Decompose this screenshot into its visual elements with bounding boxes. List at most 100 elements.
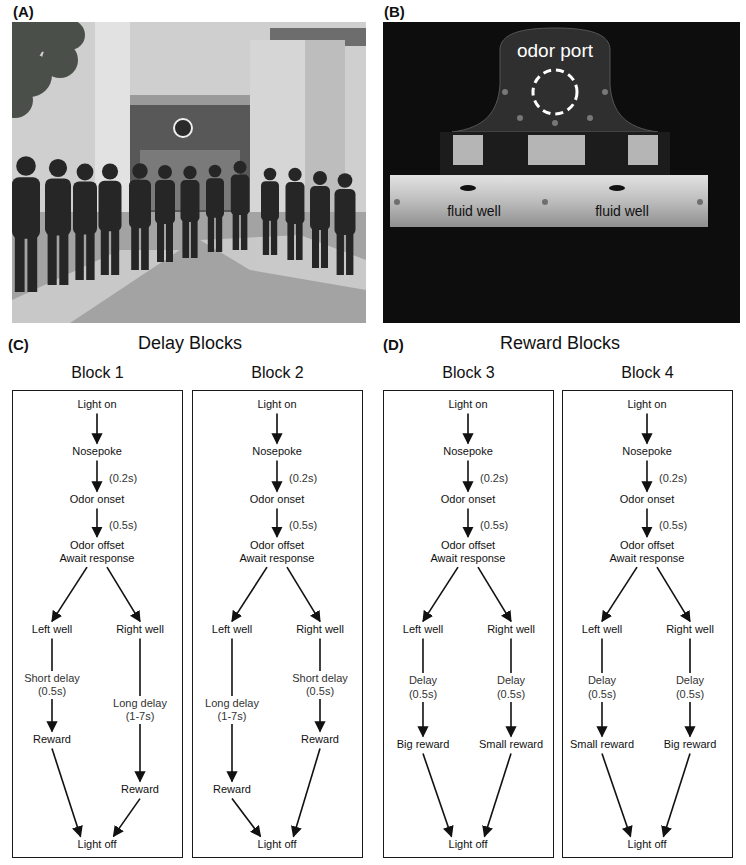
step-label: Odor offset Await response (425, 538, 511, 566)
step-text: Left well (582, 623, 622, 636)
step-label: Right well (293, 622, 347, 637)
screws (502, 89, 608, 126)
edge-label: Delay (0.5s) (659, 673, 721, 701)
block-box: Block 1Light onNosepokeOdor onsetOdor of… (12, 360, 183, 860)
step-label: Left well (29, 622, 75, 637)
step-label: Odor onset (438, 492, 498, 507)
step-label: Small reward (567, 737, 637, 752)
step-label: Odor offset Await response (54, 538, 140, 566)
step-label: Odor offset Await response (234, 538, 320, 566)
flow-arrow (52, 749, 81, 837)
step-label: Reward (30, 732, 74, 747)
figure-label: odor port (517, 40, 593, 62)
step-label: Light on (624, 397, 669, 412)
edge-label: (0.5s) (659, 519, 687, 532)
flow-arrow (467, 461, 469, 492)
step-label: Reward (118, 782, 162, 797)
step-label: Light on (445, 397, 490, 412)
flow-arrow (423, 567, 458, 621)
step-text: Light off (449, 838, 488, 851)
fluid-bar (390, 175, 708, 227)
step-text: Big reward (397, 738, 450, 751)
photo-ground (383, 22, 740, 323)
step-text: Nosepoke (252, 445, 302, 458)
flow-arrow (232, 567, 267, 621)
step-label: Left well (209, 622, 255, 637)
step-label: Nosepoke (440, 444, 496, 459)
step-text: Right well (116, 623, 164, 636)
step-label: Light off (446, 837, 491, 852)
step-text: Odor onset (441, 493, 495, 506)
queue-photo (12, 22, 366, 323)
block-box: Block 3 Light on NosepokeOdor onsetOdor of… (383, 360, 554, 860)
step-label: Nosepoke (249, 444, 305, 459)
flow-arrow (467, 509, 469, 537)
figure-label: fluid well (447, 203, 501, 219)
step-label: Big reward (661, 737, 720, 752)
block-heading: Block 3 (383, 364, 554, 382)
step-text: Odor onset (250, 493, 304, 506)
photo-ground (12, 22, 366, 323)
step-label: Odor offset Await response (604, 538, 690, 566)
step-text: Odor onset (620, 493, 674, 506)
flow-arrow (657, 567, 690, 621)
flow-arrow (293, 749, 320, 837)
step-label: Light off (75, 837, 120, 852)
step-text: Left well (403, 623, 443, 636)
flow-arrow (276, 509, 278, 537)
flow-arrow (478, 567, 511, 621)
step-text: Light on (448, 398, 487, 411)
step-label: Left well (400, 622, 446, 637)
step-label: Big reward (394, 737, 453, 752)
odor-port-circle (533, 70, 577, 114)
well-blocks (453, 135, 658, 165)
block-heading: Block 2 (192, 364, 363, 382)
edge-label: Delay (0.5s) (392, 673, 454, 701)
step-label: Nosepoke (69, 444, 125, 459)
step-label: Light off (255, 837, 300, 852)
step-label: Right well (663, 622, 717, 637)
step-text: Reward (33, 733, 71, 746)
step-text: Reward (301, 733, 339, 746)
step-text: Reward (121, 783, 159, 796)
step-text: Small reward (570, 738, 634, 751)
flow-arrow (646, 414, 648, 444)
flow-arrow (602, 567, 637, 621)
fluid-wells (460, 185, 625, 191)
flow-arrow (287, 567, 320, 621)
bar-screws (394, 199, 703, 205)
step-text: Odor offset Await response (57, 539, 137, 565)
panel-letter: (D) (383, 336, 404, 353)
edge-label: Long delay (1-7s) (109, 696, 171, 724)
flow-arrow (276, 414, 278, 444)
block-heading: Block 1 (12, 364, 183, 382)
flow-arrow (96, 414, 98, 444)
step-text: Light on (627, 398, 666, 411)
flow-arrow (96, 461, 98, 492)
edge-label: (0.2s) (109, 472, 137, 485)
edge-label: Short delay (0.5s) (289, 671, 351, 699)
edge-label: (0.2s) (289, 472, 317, 485)
step-text: Small reward (479, 738, 543, 751)
flow-arrow (276, 461, 278, 492)
flow-arrow (663, 754, 690, 837)
step-label: Odor onset (67, 492, 127, 507)
edge-label: Delay (0.5s) (571, 673, 633, 701)
step-text: Reward (213, 783, 251, 796)
flow-arrow (52, 567, 87, 621)
step-text: Odor offset Await response (607, 539, 687, 565)
flow-arrow (602, 754, 631, 837)
block-heading: Block 4 (562, 364, 733, 382)
step-text: Right well (487, 623, 535, 636)
step-label: Right well (484, 622, 538, 637)
flow-arrow (232, 799, 261, 837)
edge-label: (0.5s) (289, 519, 317, 532)
edge-label: Delay (0.5s) (480, 673, 542, 701)
shop-logo (174, 119, 192, 137)
edge-label: Short delay (0.5s) (21, 671, 83, 699)
flow-arrow (467, 414, 469, 444)
